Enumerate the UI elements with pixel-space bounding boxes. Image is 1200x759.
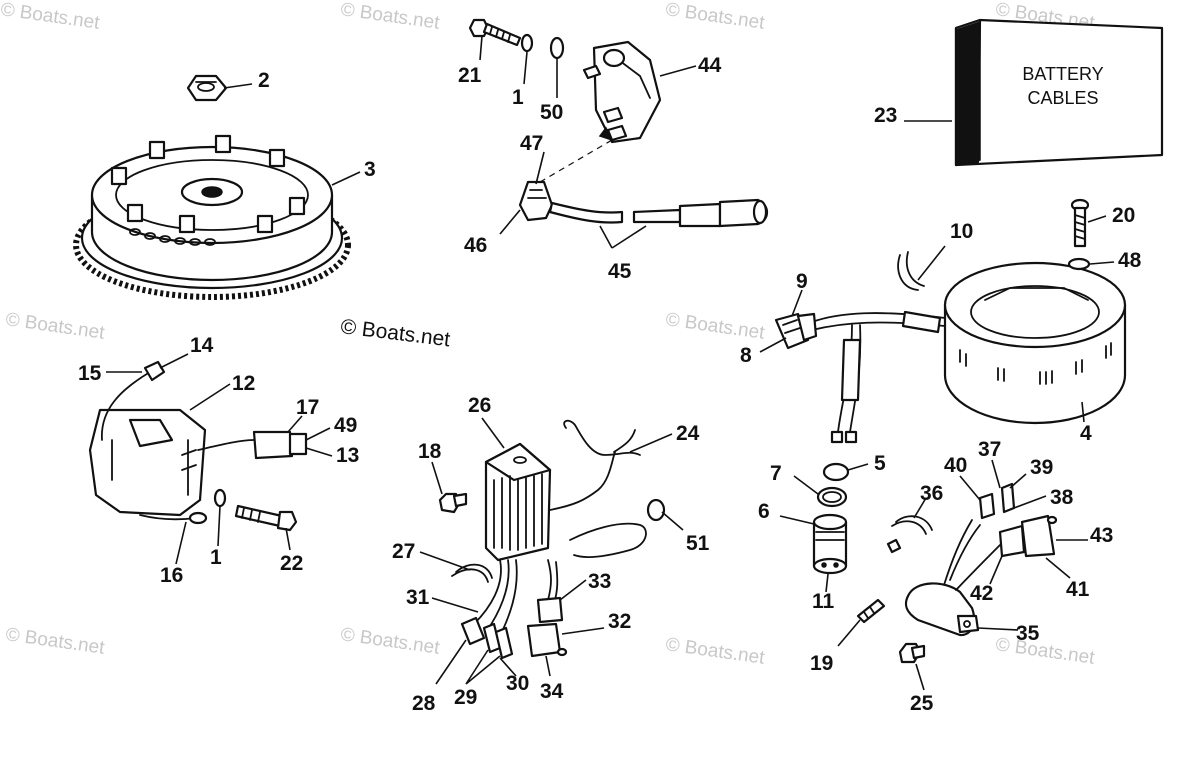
callout-label: 36: [920, 482, 943, 505]
callout-label: 4: [1080, 422, 1092, 445]
battery-cables-box: BATTERY CABLES: [954, 18, 1164, 167]
grommet-part: [646, 498, 666, 522]
callout-label: 7: [770, 462, 782, 485]
callout-label: 28: [412, 692, 436, 715]
watermark: © Boats.net: [339, 0, 441, 34]
callout-label: 34: [540, 680, 564, 703]
callout-label: 1: [512, 86, 524, 109]
callout-label: 32: [608, 610, 631, 633]
callout-label: 9: [796, 270, 808, 293]
regulator-bolt-part: [438, 492, 468, 514]
callout-label: 41: [1066, 578, 1090, 601]
callout-label: 1: [210, 546, 222, 569]
callout-label: 8: [740, 344, 752, 367]
screw-part: [468, 18, 522, 47]
ignition-coil-part: [582, 40, 662, 144]
stator-washer-part: [1067, 257, 1091, 271]
callout-label: 37: [978, 438, 1001, 461]
callout-label: 19: [810, 652, 833, 675]
pack-screw-part: [234, 504, 298, 532]
callout-label: 14: [190, 334, 214, 357]
callout-label: 21: [458, 64, 482, 87]
callout-label: 35: [1016, 622, 1040, 645]
callout-label: 27: [392, 540, 415, 563]
callout-label: 40: [944, 454, 967, 477]
regulator-part: [484, 419, 647, 562]
callout-label: 6: [758, 500, 770, 523]
watermark: © Boats.net: [4, 624, 106, 659]
callout-label: 42: [970, 582, 993, 605]
nut-part: [186, 74, 228, 102]
callout-label: 43: [1090, 524, 1113, 547]
callout-label: 51: [686, 532, 710, 555]
callout-label: 2: [258, 69, 270, 92]
callout-label: 29: [454, 686, 477, 709]
flat-washer-part: [549, 36, 565, 60]
power-pack-part: [88, 360, 308, 525]
watermark: © Boats.net: [339, 624, 441, 659]
spark-plug-lead-part: [518, 139, 769, 228]
battery-label-line2: CABLES: [1027, 88, 1098, 108]
callout-label: 38: [1050, 486, 1074, 509]
connector-part: [812, 462, 850, 575]
stator-screw-part: [1070, 198, 1090, 248]
callout-label: 33: [588, 570, 611, 593]
callout-label: 15: [78, 362, 102, 385]
callout-numbers: 2 3 21 1 50 44 47 46 45 23 10 20 48 9 8 …: [78, 54, 1142, 715]
regulator-leads-part: [460, 559, 568, 660]
callout-label: 47: [520, 132, 543, 155]
callout-label: 3: [364, 158, 376, 181]
solenoid-bolt-part: [898, 642, 926, 664]
tie-strap-part: [451, 563, 493, 583]
callout-label: 25: [910, 692, 934, 715]
stator-part: [943, 261, 1127, 425]
stator-harness-part: [774, 251, 946, 444]
callout-label: 48: [1118, 249, 1142, 272]
callout-label: 20: [1112, 204, 1135, 227]
copyright-text: © Boats.net: [339, 315, 451, 351]
watermark: © Boats.net: [994, 634, 1096, 669]
callout-label: 39: [1030, 456, 1053, 479]
lock-washer-part: [520, 33, 534, 53]
callout-label: 16: [160, 564, 183, 587]
callout-label: 23: [874, 104, 897, 127]
callout-label: 11: [812, 590, 835, 613]
watermark: © Boats.net: [4, 309, 106, 344]
callout-label: 22: [280, 552, 303, 575]
callout-label: 26: [468, 394, 491, 417]
callout-label: 13: [336, 444, 359, 467]
callout-label: 46: [464, 234, 487, 257]
leader-lines: [106, 35, 1115, 691]
watermark: © Boats.net: [664, 0, 766, 34]
callout-label: 5: [874, 452, 886, 475]
battery-label-line1: BATTERY: [1022, 64, 1103, 84]
flywheel-part: [73, 134, 351, 300]
watermark: © Boats.net: [664, 634, 766, 669]
callout-label: 30: [506, 672, 529, 695]
callout-label: 17: [296, 396, 319, 419]
callout-label: 49: [334, 414, 357, 437]
callout-label: 44: [698, 54, 722, 77]
watermark: © Boats.net: [664, 309, 766, 344]
callout-label: 31: [406, 586, 430, 609]
watermark: © Boats.net: [0, 0, 102, 34]
solenoid-screw-part: [856, 598, 886, 624]
lock-washer-part-2: [213, 488, 227, 508]
callout-label: 10: [950, 220, 973, 243]
callout-label: 12: [232, 372, 255, 395]
callout-label: 18: [418, 440, 442, 463]
callout-label: 50: [540, 101, 563, 124]
callout-label: 24: [676, 422, 700, 445]
callout-label: 45: [608, 260, 632, 283]
solenoid-part: [886, 482, 1058, 637]
